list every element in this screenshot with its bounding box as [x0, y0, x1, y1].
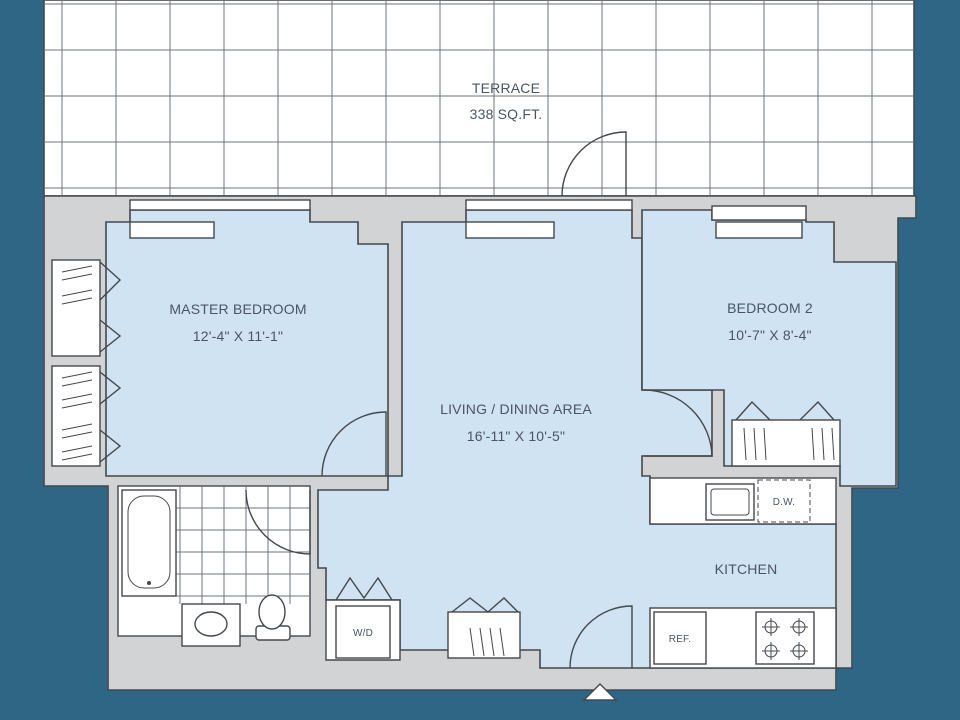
bedroom2-size: 10'-7" X 8'-4" [728, 327, 811, 343]
stove [755, 611, 815, 665]
grid-line [763, 427, 767, 461]
sink-icon [194, 611, 228, 637]
terrace-label: TERRACE [472, 80, 540, 96]
terrace-tile-grid [44, 0, 914, 196]
washer-dryer [335, 605, 391, 659]
bedroom2-closet [731, 419, 841, 467]
grid-line [61, 297, 93, 305]
grid-line [61, 289, 93, 297]
terrace: TERRACE 338 SQ.FT. [43, 0, 915, 197]
master-closet-2 [51, 365, 101, 467]
grid-line [61, 453, 93, 461]
entry-door [569, 605, 633, 669]
hall-closet [447, 611, 521, 659]
kitchen-sink-icon [705, 483, 755, 521]
tub-drain [147, 581, 151, 585]
master-bedroom-size: 12'-4" X 11'-1" [193, 328, 283, 344]
doors [245, 131, 713, 669]
vanity [181, 603, 241, 647]
entry-arrow-icon [582, 683, 618, 701]
bedroom2-window-sill [715, 221, 803, 239]
terrace-door [561, 131, 627, 197]
living-dining-label: LIVING / DINING AREA [440, 401, 592, 417]
toilet-icon [258, 594, 286, 630]
master-window [129, 199, 311, 211]
bathroom [117, 485, 311, 647]
bifold-door-wd [335, 576, 393, 601]
grid-line [499, 627, 505, 657]
living-window [465, 199, 633, 211]
master-bedroom-door [321, 411, 387, 477]
grid-line [61, 423, 93, 431]
bedroom2-closet-doors [735, 400, 835, 421]
master-bedroom [105, 209, 389, 477]
grid-line [61, 379, 93, 387]
grid-line [743, 427, 747, 461]
dishwasher [757, 479, 811, 523]
grid-line [753, 427, 757, 461]
kitchen-sink-basin [710, 488, 750, 516]
grid-line [61, 371, 93, 379]
master-closet-1 [51, 259, 101, 357]
grid-line [61, 393, 93, 401]
grid-line [479, 627, 485, 657]
washer-dryer-closet: W/D [325, 576, 401, 661]
grid-line [61, 431, 93, 439]
grid-line [811, 427, 815, 461]
master-closet-doors [99, 261, 122, 463]
refrigerator-label: REF. [669, 634, 691, 645]
refrigerator [653, 611, 707, 665]
closet-hangers [61, 265, 835, 657]
grid-line [61, 265, 93, 273]
bathroom-door [245, 489, 311, 555]
bedroom2-window [711, 205, 807, 221]
windows [129, 199, 807, 239]
bathtub [121, 489, 177, 597]
grid-line [489, 627, 495, 657]
grid-line [61, 445, 93, 453]
terrace-area: 338 SQ.FT. [470, 106, 543, 122]
bathroom-tile-grid [176, 486, 310, 604]
bedroom2-label: BEDROOM 2 [727, 300, 813, 316]
closets [51, 259, 841, 659]
master-window-sill [129, 221, 215, 239]
dishwasher-label: D.W. [773, 497, 795, 508]
master-bedroom-label: MASTER BEDROOM [169, 301, 306, 317]
washer-dryer-label: W/D [353, 628, 373, 639]
grid-line [61, 273, 93, 281]
kitchen-fixtures: D.W. REF. [649, 477, 837, 669]
stove-burners [762, 618, 808, 660]
kitchen-label: KITCHEN [715, 561, 778, 577]
grid-line [821, 427, 825, 461]
grid-line [61, 401, 93, 409]
living-dining-size: 16'-11" X 10'-5" [467, 428, 565, 444]
grid-line [469, 627, 475, 657]
living-window-sill [465, 221, 555, 239]
bedroom2-door [643, 389, 713, 457]
grid-line [831, 427, 835, 461]
hall-closet-door [451, 597, 519, 613]
bathtub-basin [127, 495, 171, 589]
